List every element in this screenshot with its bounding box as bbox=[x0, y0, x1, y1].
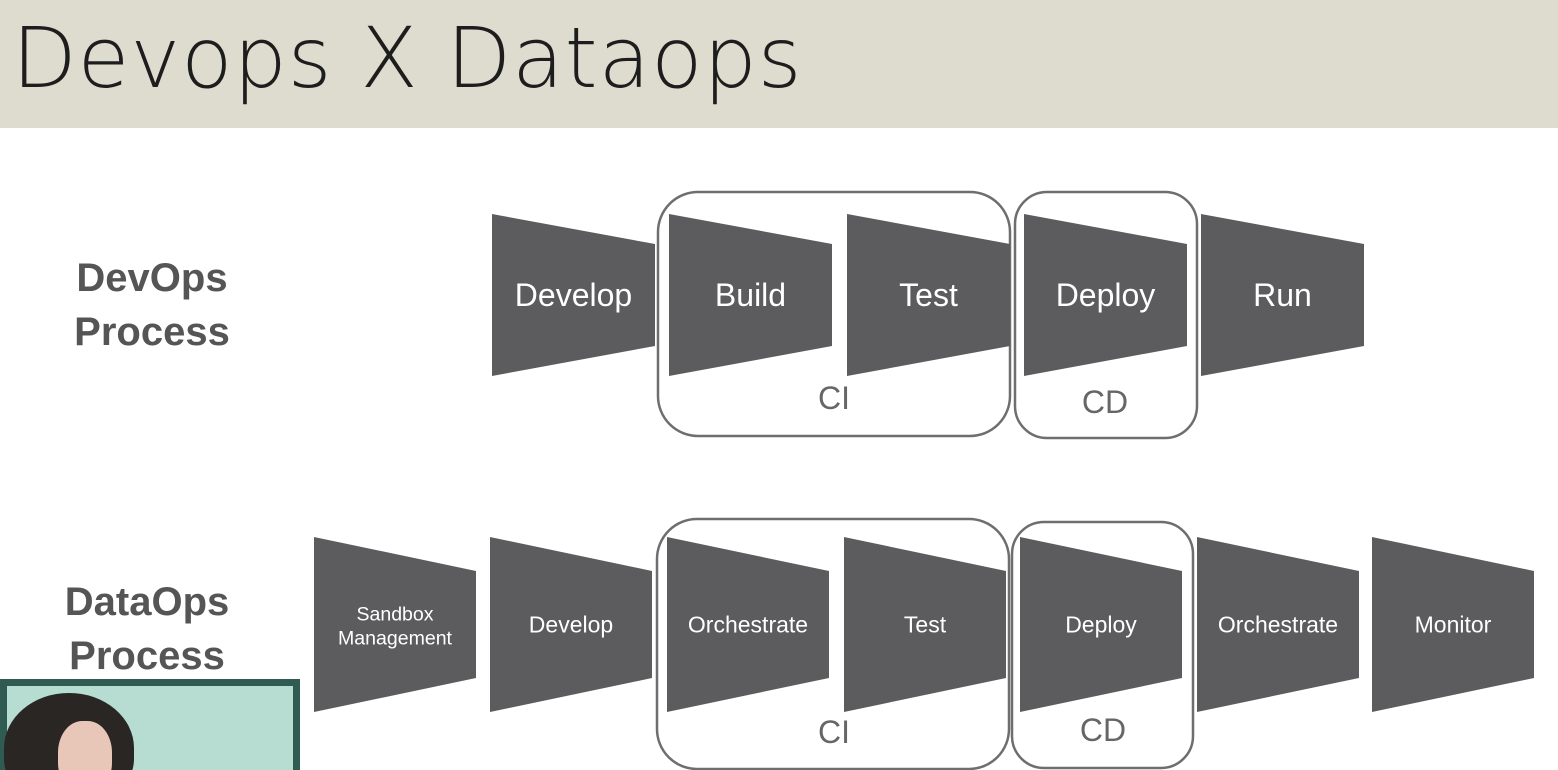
slide-title: Devops X Dataops bbox=[12, 9, 803, 107]
dataops-cd-group bbox=[1010, 520, 1195, 770]
devops-stage-4-run bbox=[1201, 214, 1364, 376]
devops-stage-1-build bbox=[669, 214, 832, 376]
dataops-row-label: DataOps Process bbox=[42, 575, 252, 683]
dataops-ci-label: CI bbox=[818, 714, 850, 750]
dataops-stage-2-label: Orchestrate bbox=[688, 612, 808, 638]
dataops-stage-4-deploy bbox=[1020, 537, 1182, 712]
dataops-label-line2: Process bbox=[69, 634, 225, 678]
dataops-stage-0-label-line1: Sandbox bbox=[356, 603, 433, 625]
devops-stage-1-label: Build bbox=[715, 277, 786, 313]
devops-stage-4-label: Run bbox=[1253, 277, 1312, 313]
devops-stage-2-test bbox=[847, 214, 1010, 376]
dataops-stage-5-orchestrate bbox=[1197, 537, 1359, 712]
devops-label-line1: DevOps bbox=[76, 256, 228, 300]
title-bar: Devops X Dataops bbox=[0, 0, 1558, 128]
dataops-stage-0-sandbox-management bbox=[314, 537, 476, 712]
devops-stage-2-label: Test bbox=[899, 277, 958, 313]
dataops-stage-6-monitor bbox=[1372, 537, 1534, 712]
dataops-stage-3-test bbox=[844, 537, 1006, 712]
dataops-stage-1-develop bbox=[490, 537, 652, 712]
dataops-stage-2-orchestrate bbox=[667, 537, 829, 712]
dataops-stage-5-label: Orchestrate bbox=[1218, 612, 1338, 638]
dataops-cd-label: CD bbox=[1080, 712, 1126, 748]
dataops-ci-group bbox=[655, 517, 1011, 770]
devops-stages: Develop Build Test Deploy Run bbox=[492, 214, 1364, 376]
dataops-stage-4-label: Deploy bbox=[1065, 612, 1137, 638]
devops-stage-3-label: Deploy bbox=[1056, 277, 1156, 313]
devops-stage-0-develop bbox=[492, 214, 655, 376]
devops-cd-label: CD bbox=[1082, 384, 1128, 420]
devops-label-line2: Process bbox=[74, 310, 230, 354]
dataops-stage-1-label: Develop bbox=[529, 612, 613, 638]
dataops-stage-6-label: Monitor bbox=[1415, 612, 1492, 638]
dataops-stage-0-label-line2: Management bbox=[338, 628, 453, 650]
devops-ci-label: CI bbox=[818, 380, 850, 416]
devops-stage-3-deploy bbox=[1024, 214, 1187, 376]
devops-row-label: DevOps Process bbox=[52, 251, 252, 359]
devops-cd-group bbox=[1013, 190, 1199, 440]
dataops-label-line1: DataOps bbox=[64, 580, 230, 624]
presenter-webcam-thumbnail bbox=[0, 679, 300, 770]
presenter-face bbox=[58, 721, 112, 770]
devops-stage-0-label: Develop bbox=[515, 277, 632, 313]
dataops-stage-3-label: Test bbox=[904, 612, 947, 638]
